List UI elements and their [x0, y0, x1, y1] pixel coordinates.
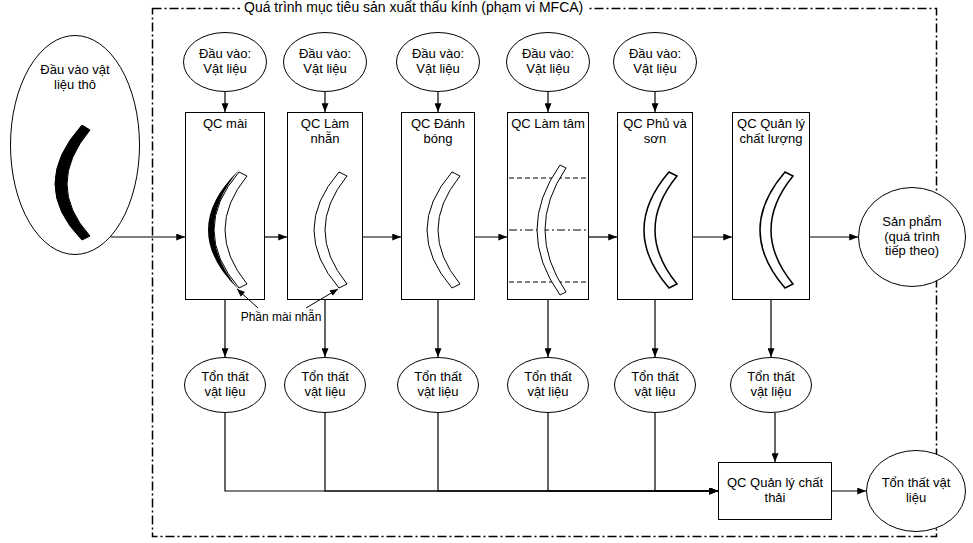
flow-arrow [475, 236, 507, 237]
node-label: Đầu vào: Vật liệu [194, 47, 256, 77]
flow-arrow [437, 92, 438, 112]
node-label: Sản phẩm (quá trình tiếp theo) [872, 215, 952, 260]
lens [214, 172, 247, 288]
process-box: QC Quản lý chất thải [718, 462, 832, 520]
flow-arrow [547, 300, 548, 357]
lens [760, 172, 793, 288]
process-box: QC Phủ và sơn [617, 112, 693, 300]
output-ellipse: Sản phẩm (quá trình tiếp theo) [858, 187, 966, 287]
node-label: Tổn thất vật liệu [408, 370, 468, 400]
node-label: QC Quản lý chất lượng [736, 117, 806, 147]
input-ellipse: Đầu vào vật liệu thô [10, 35, 140, 255]
node-label: Tổn thất vật liệu [625, 370, 685, 400]
flow-arrow [224, 300, 225, 357]
flow-arrow [324, 92, 325, 112]
flow-arrow [832, 490, 866, 491]
leader-line [237, 289, 258, 308]
node-label: Tổn thất vật liệu [741, 370, 801, 400]
loss-ellipse: Tổn thất vật liệu [397, 357, 479, 413]
node-label: QC Đánh bóng [405, 117, 471, 147]
flow-arrow [589, 236, 617, 237]
loss-ellipse: Tổn thất vật liệu [184, 357, 266, 413]
node-label: QC Phủ và sơn [621, 117, 689, 147]
node-label: QC mài [203, 117, 247, 132]
flow-arrow [654, 92, 655, 112]
process-box: QC mài [185, 112, 265, 300]
input-ellipse: Đầu vào: Vật liệu [506, 32, 590, 92]
loss-ellipse: Tổn thất vật liệu [866, 450, 966, 532]
flow-arrow [324, 300, 325, 357]
input-ellipse: Đầu vào: Vật liệu [283, 32, 367, 92]
flow-arrow [325, 413, 718, 491]
node-label: Đầu vào vật liệu thô [33, 63, 117, 93]
node-label: Tổn thất vật liệu [295, 370, 355, 400]
node-label: Đầu vào: Vật liệu [294, 47, 356, 77]
input-ellipse: Đầu vào: Vật liệu [183, 32, 267, 92]
lens [427, 172, 460, 288]
node-label: QC Làm nhẵn [291, 117, 359, 147]
flow-arrow [770, 300, 771, 357]
flow-arrow [655, 413, 718, 491]
loss-ellipse: Tổn thất vật liệu [730, 357, 812, 413]
flow-arrow [548, 413, 718, 491]
node-label: Đầu vào: Vật liệu [517, 47, 579, 77]
input-ellipse: Đầu vào: Vật liệu [613, 32, 697, 92]
lens [314, 172, 347, 288]
part-label: Phần mài nhẵn [239, 311, 324, 325]
process-box: QC Làm nhẵn [287, 112, 363, 300]
flow-arrow [693, 236, 732, 237]
flow-arrow [437, 300, 438, 357]
flow-arrow [810, 236, 858, 237]
lens [537, 165, 566, 295]
flow-arrow [438, 413, 718, 491]
center-line [509, 230, 587, 231]
flow-arrow [265, 236, 287, 237]
flow-arrow [774, 413, 775, 462]
node-label: Tổn thất vật liệu [195, 370, 255, 400]
cut-line [509, 282, 587, 283]
loss-ellipse: Tổn thất vật liệu [284, 357, 366, 413]
node-label: Tổn thất vật liệu [880, 476, 952, 506]
flow-arrow [225, 413, 718, 491]
node-label: QC Làm tâm [511, 117, 585, 132]
node-label: QC Quản lý chất thải [723, 476, 827, 506]
node-label: Đầu vào: Vật liệu [624, 47, 686, 77]
flow-arrow [547, 92, 548, 112]
lens [644, 172, 677, 288]
flow-arrow [363, 236, 401, 237]
region-title: Quá trình mục tiêu sản xuất thấu kính (p… [240, 0, 587, 15]
scope-boundary: Đầu vào: Vật liệu Đầu vào: Vật liệu Đầu và… [152, 8, 937, 537]
flow-arrow [654, 300, 655, 357]
process-box: QC Quản lý chất lượng [732, 112, 810, 300]
loss-ellipse: Tổn thất vật liệu [614, 357, 696, 413]
node-label: Tổn thất vật liệu [518, 370, 578, 400]
cut-line [509, 178, 587, 179]
node-label: Đầu vào: Vật liệu [407, 47, 469, 77]
loss-ellipse: Tổn thất vật liệu [507, 357, 589, 413]
flow-arrow [111, 236, 185, 237]
leader-line [306, 289, 338, 308]
process-box: QC Làm tâm [507, 112, 589, 300]
process-box: QC Đánh bóng [401, 112, 475, 300]
flow-arrow [224, 92, 225, 112]
raw-lens [55, 125, 90, 240]
input-ellipse: Đầu vào: Vật liệu [396, 32, 480, 92]
